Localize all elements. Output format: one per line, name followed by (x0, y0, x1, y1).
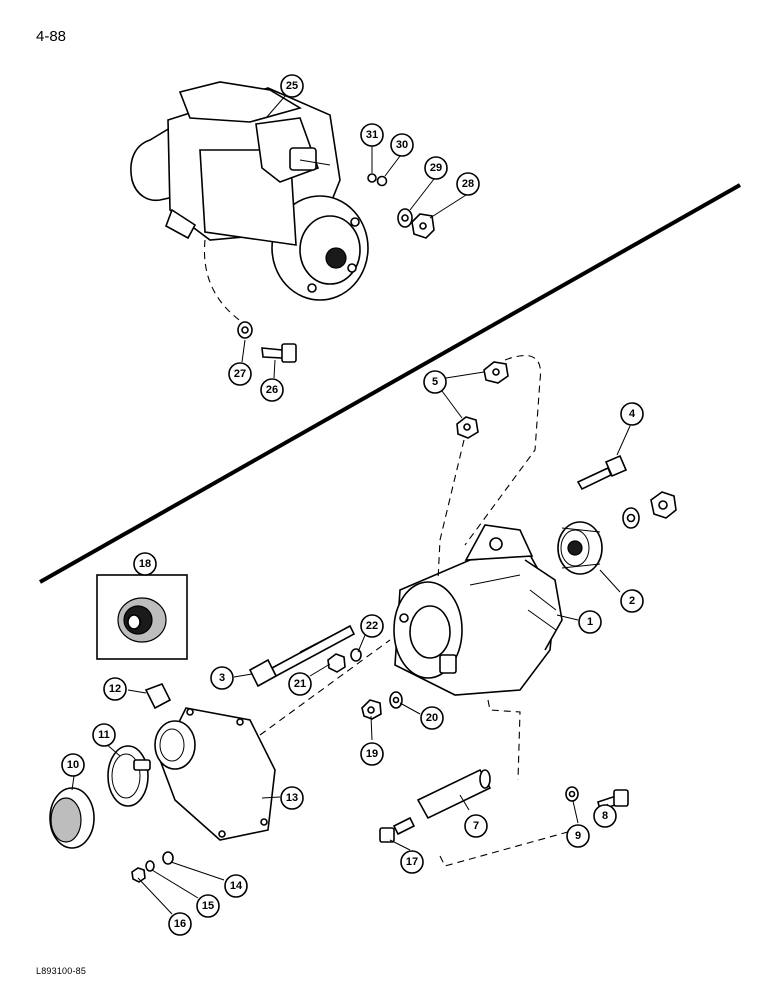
bolt-26 (261, 343, 297, 363)
cap-10 (49, 787, 95, 849)
bolt-4 (576, 454, 628, 491)
callout-22: 22 (360, 614, 384, 638)
svg-text:4: 4 (629, 408, 636, 420)
callout-11: 11 (92, 723, 116, 747)
nut-31 (367, 173, 377, 183)
svg-text:29: 29 (430, 162, 442, 174)
svg-text:15: 15 (202, 900, 214, 912)
nut-19 (361, 699, 382, 720)
callout-27: 27 (228, 362, 252, 386)
washer-9 (565, 786, 579, 802)
svg-text:31: 31 (366, 129, 378, 141)
svg-text:8: 8 (602, 810, 608, 822)
washer-20 (389, 691, 403, 709)
starter-motor (130, 81, 369, 301)
svg-text:16: 16 (174, 918, 186, 930)
callout-4: 4 (620, 402, 644, 426)
svg-text:20: 20 (426, 712, 438, 724)
callout-15: 15 (196, 894, 220, 918)
callout-19: 19 (360, 742, 384, 766)
nut-5-upper (483, 361, 509, 384)
svg-text:27: 27 (234, 368, 246, 380)
callout-14: 14 (224, 874, 248, 898)
washer-15 (145, 860, 155, 872)
washer-22 (350, 648, 362, 662)
bolt-17 (379, 816, 416, 843)
page-number: 4-88 (36, 28, 67, 45)
bolt-3 (248, 624, 356, 688)
callout-25: 25 (280, 74, 304, 98)
callout-3: 3 (210, 666, 234, 690)
nut-21 (327, 653, 346, 673)
callout-5: 5 (423, 370, 447, 394)
svg-text:1: 1 (587, 616, 593, 628)
washer-14 (162, 851, 174, 865)
svg-text:18: 18 (139, 558, 151, 570)
callout-26: 26 (260, 378, 284, 402)
callout-18: 18 (133, 552, 157, 576)
svg-text:12: 12 (109, 683, 121, 695)
spacer-7 (416, 768, 492, 820)
callout-31: 31 (360, 123, 384, 147)
illustration-reference-code: L893100-85 (36, 966, 87, 976)
clamp-11 (107, 745, 151, 807)
svg-text:5: 5 (432, 376, 438, 388)
svg-text:21: 21 (294, 678, 306, 690)
svg-text:30: 30 (396, 139, 408, 151)
nut-5-lower (456, 416, 479, 439)
svg-text:14: 14 (230, 880, 243, 892)
section-divider-line (39, 183, 741, 584)
svg-text:10: 10 (67, 759, 79, 771)
callout-20: 20 (420, 706, 444, 730)
callout-2: 2 (620, 589, 644, 613)
callout-30: 30 (390, 133, 414, 157)
svg-text:19: 19 (366, 748, 378, 760)
svg-text:3: 3 (219, 672, 225, 684)
svg-text:26: 26 (266, 384, 278, 396)
callout-21: 21 (288, 672, 312, 696)
nut-30 (376, 175, 388, 187)
svg-text:28: 28 (462, 178, 474, 190)
plug-12 (144, 682, 172, 710)
svg-text:25: 25 (286, 80, 298, 92)
svg-text:7: 7 (473, 820, 479, 832)
nut-16 (131, 867, 146, 883)
nut-28 (411, 213, 435, 239)
svg-text:9: 9 (575, 830, 581, 842)
svg-text:2: 2 (629, 595, 635, 607)
svg-text:22: 22 (366, 620, 378, 632)
callout-16: 16 (168, 912, 192, 936)
leader-lines (71, 94, 631, 915)
washer-29 (397, 208, 413, 228)
callout-29: 29 (424, 156, 448, 180)
svg-text:17: 17 (406, 856, 418, 868)
callout-7: 7 (464, 814, 488, 838)
callout-1: 1 (578, 610, 602, 634)
washer-pulley (622, 507, 640, 529)
callout-17: 17 (400, 850, 424, 874)
callout-9: 9 (566, 824, 590, 848)
nut-pulley (650, 491, 677, 519)
callout-12: 12 (103, 677, 127, 701)
washer-27 (237, 321, 253, 339)
svg-text:11: 11 (98, 729, 110, 741)
alternator (393, 524, 563, 696)
callout-28: 28 (456, 172, 480, 196)
callout-10: 10 (61, 753, 85, 777)
callout-8: 8 (593, 804, 617, 828)
fan-shroud-13 (154, 707, 276, 841)
callout-13: 13 (280, 786, 304, 810)
pulley-2 (557, 521, 603, 575)
inset-18 (96, 574, 188, 660)
svg-text:13: 13 (286, 792, 298, 804)
